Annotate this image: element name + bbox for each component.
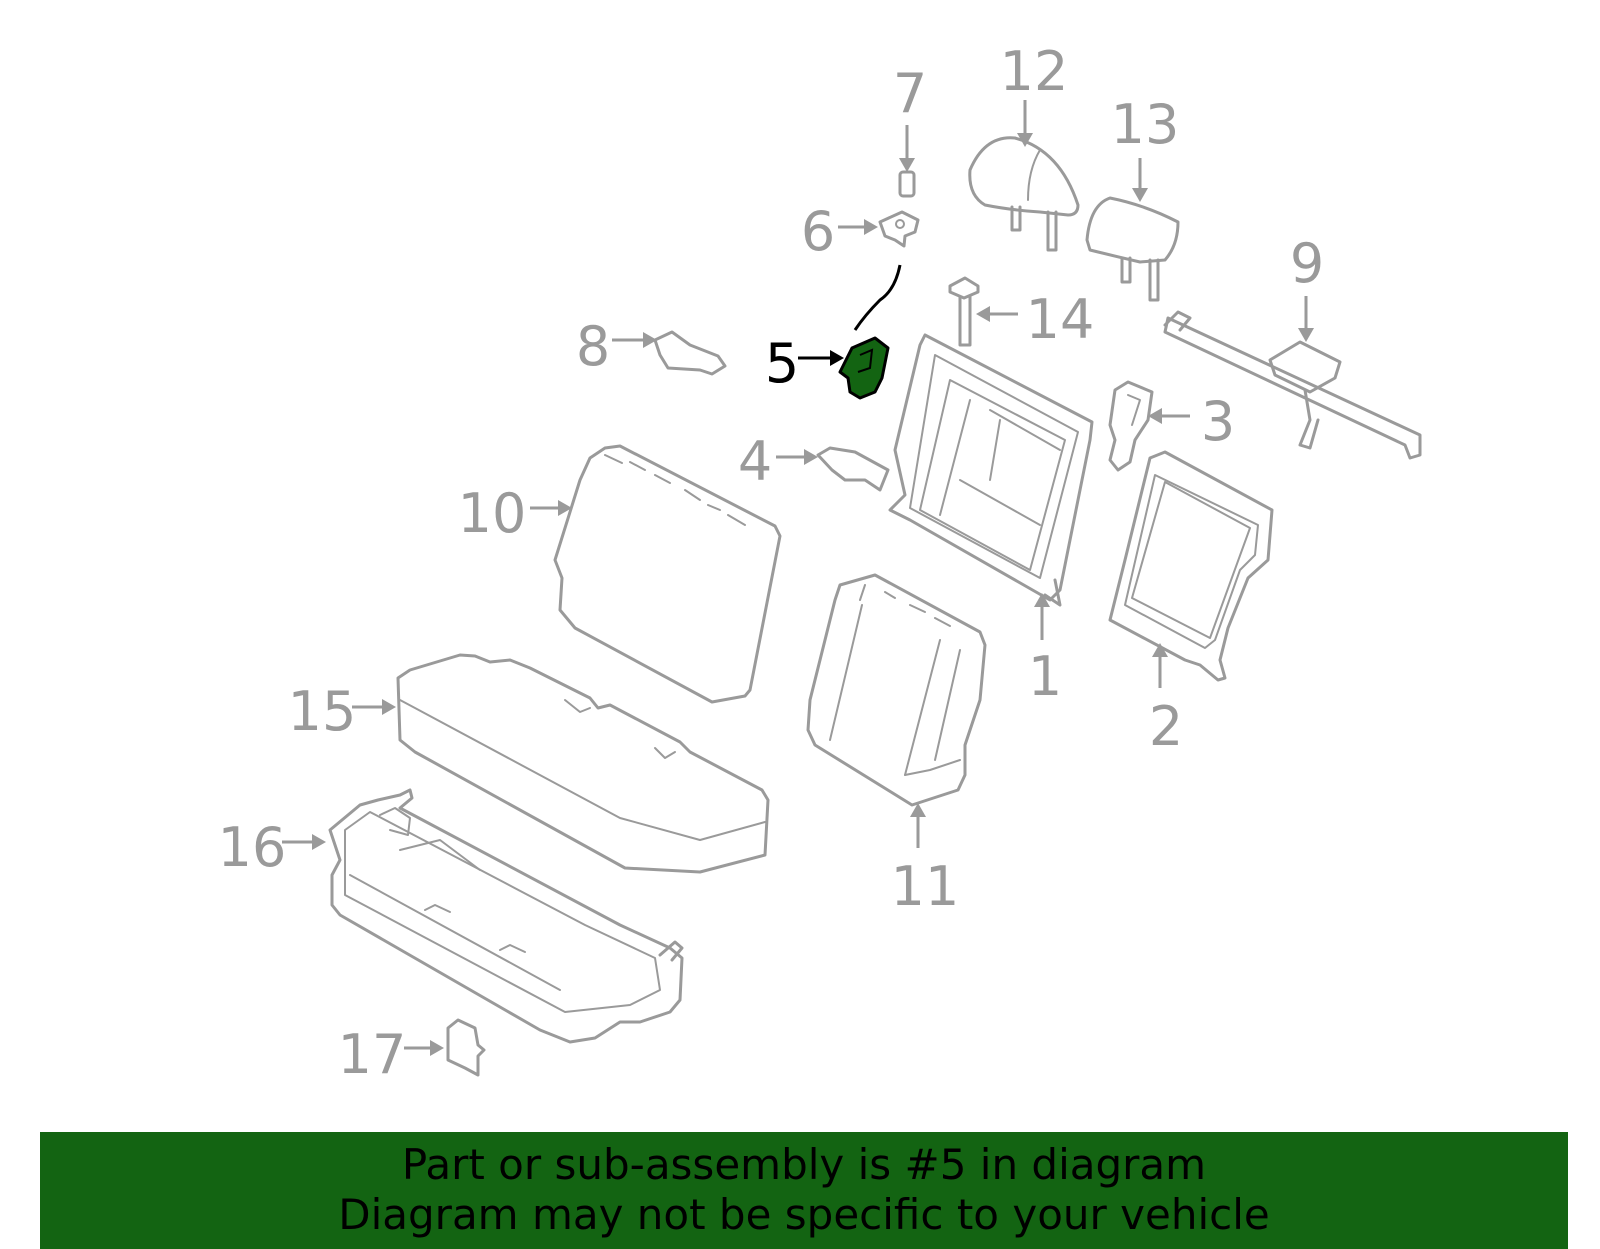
banner-line-2: Diagram may not be specific to your vehi… <box>338 1190 1270 1239</box>
part-10-back-cushion <box>553 444 782 704</box>
part-9-rod-assembly <box>1163 310 1422 460</box>
part-17-clip <box>446 1018 486 1077</box>
part-6-bracket <box>878 210 920 248</box>
callout-16: 16 <box>218 816 287 879</box>
banner-line-1: Part or sub-assembly is #5 in diagram <box>401 1140 1207 1189</box>
callout-10: 10 <box>458 482 527 545</box>
callout-6: 6 <box>801 200 835 263</box>
part-8-latch <box>653 330 727 376</box>
callout-13: 13 <box>1111 93 1180 156</box>
part-5-highlighted <box>838 264 902 400</box>
info-banner: Part or sub-assembly is #5 in diagram Di… <box>40 1132 1568 1249</box>
callout-9: 9 <box>1290 232 1324 295</box>
part-14-bolt <box>948 276 980 347</box>
part-1-seatback-frame <box>888 333 1094 607</box>
part-12-headrest <box>968 136 1080 252</box>
part-11-back-cushion <box>806 573 987 807</box>
callout-11: 11 <box>891 855 960 918</box>
seat-parts-diagram: 1 2 3 4 5 6 7 8 9 10 11 12 13 14 15 16 1… <box>218 40 1422 1086</box>
callout-2: 2 <box>1149 695 1183 758</box>
callout-4: 4 <box>738 430 772 493</box>
callout-12: 12 <box>1000 40 1069 103</box>
part-3-bracket <box>1108 380 1154 472</box>
part-7-pin <box>898 170 916 198</box>
callout-14: 14 <box>1026 288 1095 351</box>
callout-17: 17 <box>338 1023 407 1086</box>
callout-3: 3 <box>1201 390 1235 453</box>
callout-7: 7 <box>893 62 927 125</box>
part-16-seat-frame <box>328 788 684 1044</box>
callout-5: 5 <box>765 332 799 395</box>
callout-1: 1 <box>1028 645 1062 708</box>
part-2-back-panel <box>1108 450 1274 682</box>
part-15-seat-cushion <box>396 653 770 874</box>
callout-15: 15 <box>288 680 357 743</box>
part-4-hinge <box>816 446 890 492</box>
part-13-headrest <box>1085 196 1180 302</box>
leader-arrows <box>282 100 1314 1056</box>
callout-8: 8 <box>576 315 610 378</box>
